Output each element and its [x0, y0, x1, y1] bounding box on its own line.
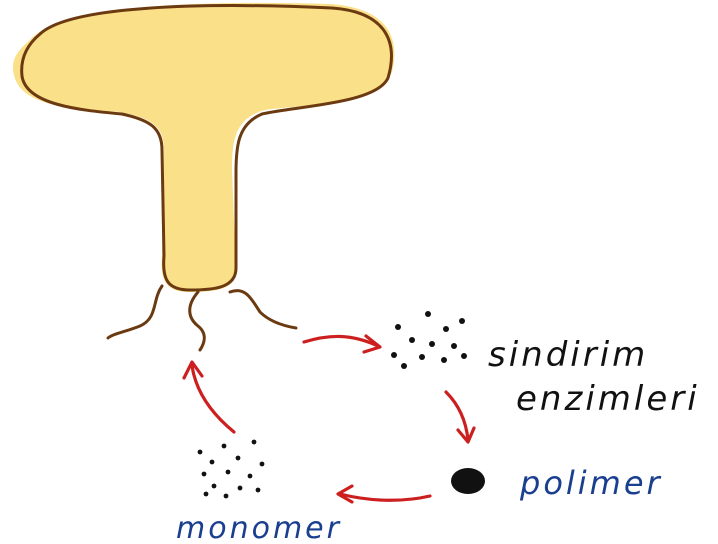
monomer-dot: [238, 486, 243, 491]
label-enzymes-line1: sindirim: [488, 335, 648, 375]
enzyme-dot: [451, 343, 457, 349]
enzyme-dots: [391, 311, 467, 369]
enzyme-dot: [461, 353, 467, 359]
label-monomer: monomer: [176, 511, 342, 544]
enzyme-dot: [459, 318, 465, 324]
monomer-dot: [210, 460, 215, 465]
enzyme-dot: [395, 324, 401, 330]
polymer-blob: [451, 468, 485, 494]
enzyme-dot: [419, 354, 425, 360]
hypha-right: [230, 291, 296, 328]
hypha-left: [108, 286, 162, 338]
label-polymer: polimer: [519, 464, 663, 502]
monomer-dot: [226, 470, 231, 475]
monomer-dot: [256, 488, 261, 493]
monomer-dots: [198, 440, 265, 499]
mushroom: [13, 3, 394, 292]
enzyme-dot: [401, 363, 407, 369]
arrow-to-hyphae: [192, 366, 234, 432]
monomer-dot: [212, 484, 217, 489]
monomer-dot: [248, 474, 253, 479]
enzyme-dot: [409, 337, 415, 343]
cycle-arrows: [184, 336, 474, 502]
monomer-dot: [222, 444, 227, 449]
enzyme-dot: [441, 357, 447, 363]
monomer-dot: [236, 456, 241, 461]
label-enzymes-line2: enzimleri: [516, 379, 700, 419]
monomer-dot: [252, 440, 257, 445]
hyphae: [108, 286, 296, 350]
enzyme-dot: [391, 352, 397, 358]
monomer-dot: [204, 492, 209, 497]
enzyme-dot: [425, 311, 431, 317]
monomer-dot: [260, 462, 265, 467]
enzyme-dot: [443, 326, 449, 332]
monomer-dot: [198, 450, 203, 455]
arrow-to-monomer: [340, 494, 430, 500]
monomer-dot: [224, 494, 229, 499]
monomer-dot: [202, 472, 207, 477]
hypha-middle: [190, 292, 205, 350]
enzyme-dot: [429, 341, 435, 347]
arrow-to-polymer: [446, 392, 468, 440]
mushroom-cap-fill: [13, 3, 394, 292]
